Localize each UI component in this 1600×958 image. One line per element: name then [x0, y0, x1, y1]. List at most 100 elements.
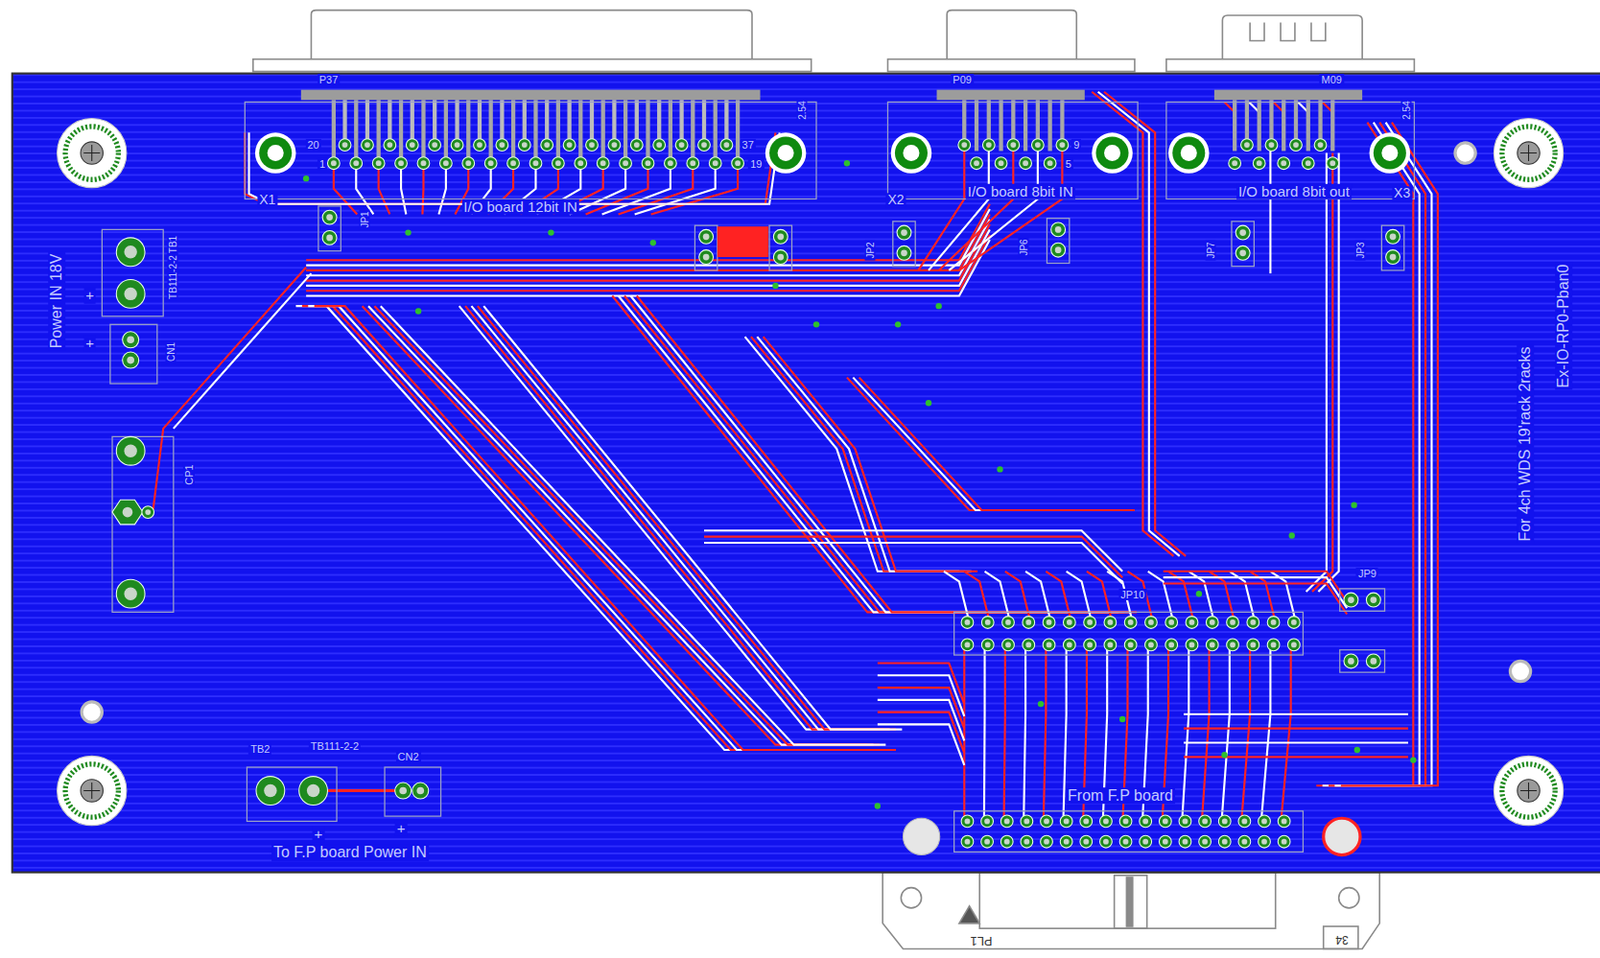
hole	[81, 702, 102, 723]
board-label: 19	[748, 158, 764, 170]
pad	[116, 237, 145, 267]
pad	[428, 139, 442, 152]
pad	[1241, 139, 1254, 152]
board-label: Ex-IO-RP0-Pban0	[1554, 262, 1573, 391]
pad	[1062, 616, 1076, 630]
board-label: CN2	[395, 751, 421, 763]
pad	[462, 157, 475, 170]
board-label: 20	[305, 139, 321, 151]
pad	[1343, 592, 1359, 608]
copper-trace	[1188, 571, 1215, 623]
pad	[699, 229, 714, 244]
pad	[412, 782, 429, 800]
pad	[686, 157, 700, 170]
pad	[507, 157, 520, 170]
pad	[1290, 139, 1303, 152]
copper-trace	[295, 305, 877, 751]
part-outline	[318, 206, 341, 252]
pad	[1205, 638, 1219, 652]
copper-trace	[173, 273, 312, 429]
copper-trace	[1086, 571, 1113, 623]
part-outline	[244, 101, 817, 199]
part-outline	[893, 221, 916, 267]
board-label: I/O board 8bit out	[1236, 184, 1352, 201]
pad	[574, 157, 588, 170]
mounting-hole	[1369, 132, 1412, 174]
pad	[439, 157, 452, 170]
copper-trace	[1306, 153, 1327, 592]
pad	[1080, 835, 1093, 848]
board-label: TB2	[248, 743, 272, 755]
copper-trace	[1005, 571, 1032, 623]
pad	[1277, 157, 1291, 170]
copper-trace	[1004, 644, 1006, 822]
pad	[1226, 616, 1240, 630]
pad	[981, 616, 994, 630]
pad	[1022, 638, 1036, 652]
pad	[1228, 157, 1242, 170]
pad	[1265, 139, 1278, 152]
board-label: I/O board 8bit IN	[965, 184, 1076, 201]
copper-trace	[1249, 571, 1276, 623]
pad	[896, 245, 912, 260]
corner-hole	[57, 755, 127, 825]
pad	[122, 331, 140, 349]
via	[894, 321, 901, 328]
hole	[1455, 142, 1476, 164]
pad	[641, 157, 655, 170]
pad	[958, 139, 971, 152]
pad	[708, 157, 722, 170]
part-outline	[954, 811, 1304, 853]
pad	[1247, 638, 1260, 652]
pad	[1022, 616, 1036, 630]
board-label: CN1	[164, 340, 176, 364]
board-label: X3	[1391, 186, 1412, 201]
pad	[327, 157, 340, 170]
copper-trace	[1229, 571, 1256, 623]
copper-trace	[624, 296, 1125, 613]
pad	[1178, 835, 1192, 848]
pad	[1062, 638, 1076, 652]
pad	[731, 157, 745, 170]
pad	[698, 139, 711, 152]
pad	[981, 835, 994, 848]
pad	[116, 280, 145, 309]
pad	[1365, 654, 1381, 669]
copper-trace	[939, 144, 1014, 271]
board-label: PL1	[968, 934, 995, 948]
via	[1354, 747, 1361, 753]
via	[772, 282, 778, 289]
pad	[1145, 638, 1158, 652]
pad	[1258, 835, 1271, 848]
pad	[1267, 616, 1280, 630]
pad	[1165, 616, 1178, 630]
copper-trace	[852, 377, 1129, 511]
copper-trace	[305, 204, 990, 261]
pad	[773, 250, 788, 265]
pad	[1145, 616, 1158, 630]
copper-trace	[1316, 122, 1413, 787]
pad	[361, 139, 375, 152]
board-label: 2.54	[797, 98, 808, 121]
pad	[322, 210, 337, 225]
pad	[450, 139, 464, 152]
board-label: 1	[317, 158, 328, 170]
board-label: X2	[885, 192, 906, 208]
pad	[981, 815, 994, 828]
pad	[1056, 139, 1069, 152]
pad	[1139, 835, 1153, 848]
copper-trace	[355, 163, 374, 214]
pad	[1020, 835, 1034, 848]
pad	[1277, 835, 1291, 848]
copper-trace	[305, 213, 990, 271]
pad	[619, 157, 633, 170]
via	[415, 307, 422, 314]
board-label: +	[83, 335, 96, 353]
board-label: TB1	[166, 234, 178, 256]
board-label: JP6	[1017, 237, 1029, 259]
via	[813, 321, 820, 328]
copper-trace	[1341, 122, 1438, 787]
pad	[122, 352, 140, 369]
pad	[517, 139, 531, 152]
